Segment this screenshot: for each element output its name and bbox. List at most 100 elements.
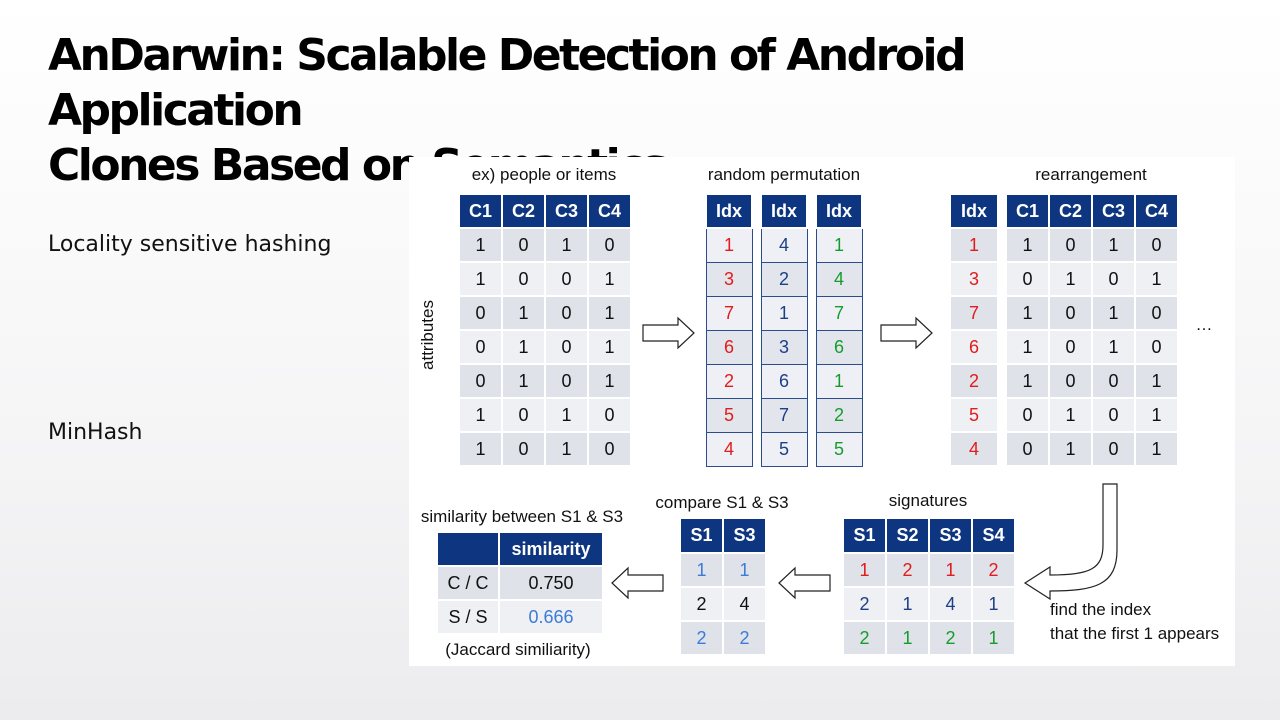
matrix-cell: 0 [458,363,503,399]
table-row: 2 4 [679,586,767,622]
sig-cell: 1 [928,552,973,588]
label-permutation: random permutation [707,165,861,184]
permutation-2-table: Idx 4 2 1 3 6 7 5 [760,193,808,467]
sig-cell: 2 [842,620,887,656]
label-similarity-between: similarity between S1 & S3 [420,507,624,526]
matrix-cell: 1 [544,227,589,263]
table-row: 1 0 1 0 [1005,295,1179,331]
perm3-cell: 2 [815,397,863,433]
table-row: 2 1 2 1 [842,620,1016,656]
rearr-cell: 1 [1134,431,1179,467]
table-row: 1 0 1 0 [458,227,632,263]
matrix-header: C4 [587,193,632,229]
sig-cell: 2 [971,552,1016,588]
table-row: 0 1 0 1 [1005,431,1179,467]
rearr-idx-cell: 2 [949,363,999,399]
table-row: 0 1 0 1 [1005,397,1179,433]
perm1-cell: 5 [705,397,753,433]
rearr-cell: 0 [1005,397,1050,433]
rearr-cell: 0 [1134,295,1179,331]
similarity-value: 0.750 [498,565,604,601]
sig-cell: 1 [971,586,1016,622]
matrix-cell: 1 [587,329,632,365]
similarity-header: similarity [498,531,604,567]
similarity-header-empty [436,531,500,567]
sig-cell: 1 [885,620,930,656]
rearr-cell: 0 [1091,363,1136,399]
perm2-header: Idx [760,193,808,229]
table-row: 1 0 1 0 [1005,227,1179,263]
sig-cell: 2 [842,586,887,622]
perm2-cell: 1 [760,295,808,331]
matrix-cell: 0 [501,227,546,263]
rearr-cell: 1 [1005,329,1050,365]
table-row: 1 0 0 1 [1005,363,1179,399]
table-row: 1 2 1 2 [842,552,1016,588]
rearr-idx-cell: 7 [949,295,999,331]
rearr-cell: 1 [1005,227,1050,263]
table-row: 1 0 0 1 [458,261,632,297]
rearr-header: C3 [1091,193,1136,229]
table-row: S / S 0.666 [436,599,604,635]
rearr-cell: 0 [1005,261,1050,297]
matrix-cell: 0 [544,329,589,365]
perm1-cell: 7 [705,295,753,331]
label-jaccard: (Jaccard similiarity) [445,640,591,659]
rearr-cell: 0 [1134,329,1179,365]
perm1-cell: 3 [705,261,753,297]
rearr-cell: 0 [1091,261,1136,297]
table-row: 1 0 1 0 [458,431,632,467]
perm3-cell: 1 [815,363,863,399]
rearr-cell: 0 [1134,227,1179,263]
perm2-cell: 5 [760,431,808,467]
perm2-cell: 7 [760,397,808,433]
matrix-cell: 1 [544,431,589,467]
rearr-idx-cell: 4 [949,431,999,467]
matrix-header: C3 [544,193,589,229]
matrix-cell: 1 [587,295,632,331]
title-line-1: AnDarwin: Scalable Detection of Android … [48,30,967,136]
table-row: 2 2 [679,620,767,656]
table-row: 0 1 0 1 [458,329,632,365]
rearr-idx-header: Idx [949,193,999,229]
perm1-cell: 2 [705,363,753,399]
label-ellipsis: … [1195,315,1213,334]
rearr-cell: 0 [1091,397,1136,433]
table-row: C / C 0.750 [436,565,604,601]
matrix-cell: 1 [458,261,503,297]
rearr-header: C2 [1048,193,1093,229]
compare-cell: 2 [679,586,724,622]
table-row: 1 0 1 0 [458,397,632,433]
matrix-cell: 1 [587,363,632,399]
rearr-cell: 1 [1134,363,1179,399]
matrix-cell: 1 [501,295,546,331]
label-find-line-2: that the first 1 appears [1050,624,1220,643]
compare-cell: 1 [679,552,724,588]
rearr-cell: 1 [1005,295,1050,331]
matrix-cell: 0 [458,295,503,331]
matrix-cell: 0 [501,431,546,467]
matrix-cell: 0 [458,329,503,365]
perm3-header: Idx [815,193,863,229]
table-row: 1 1 [679,552,767,588]
sig-cell: 1 [842,552,887,588]
label-compare: compare S1 & S3 [655,493,789,512]
rearr-cell: 1 [1134,261,1179,297]
rearranged-matrix-table: C1 C2 C3 C4 1 0 1 0 0 1 0 1 1 0 1 0 1 0 … [1005,193,1179,467]
permutation-1-table: Idx 1 3 7 6 2 5 4 [705,193,753,467]
similarity-value: 0.666 [498,599,604,635]
similarity-table: similarity C / C 0.750 S / S 0.666 [436,531,604,635]
bullet-minhash: MinHash [48,420,143,445]
matrix-cell: 0 [587,227,632,263]
perm3-cell: 5 [815,431,863,467]
rearr-header: C4 [1134,193,1179,229]
sig-header: S2 [885,517,930,554]
table-row: 0 1 0 1 [458,363,632,399]
label-attributes: attributes [418,300,437,370]
label-rearrangement: rearrangement [1035,165,1147,184]
rearr-cell: 1 [1048,431,1093,467]
rearr-cell: 1 [1048,397,1093,433]
compare-cell: 2 [722,620,767,656]
matrix-cell: 0 [501,261,546,297]
label-items: ex) people or items [471,165,617,184]
